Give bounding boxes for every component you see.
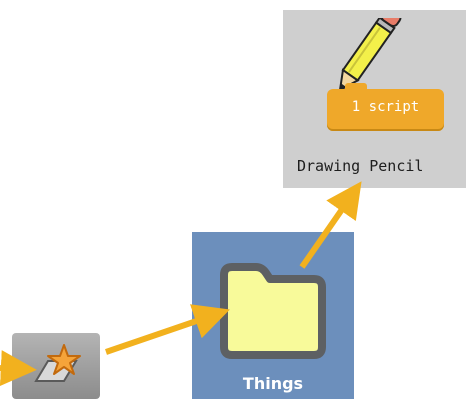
arrow-folder-to-sprite bbox=[302, 195, 352, 267]
arrow-to-button bbox=[0, 368, 20, 369]
arrow-button-to-folder bbox=[106, 315, 214, 352]
